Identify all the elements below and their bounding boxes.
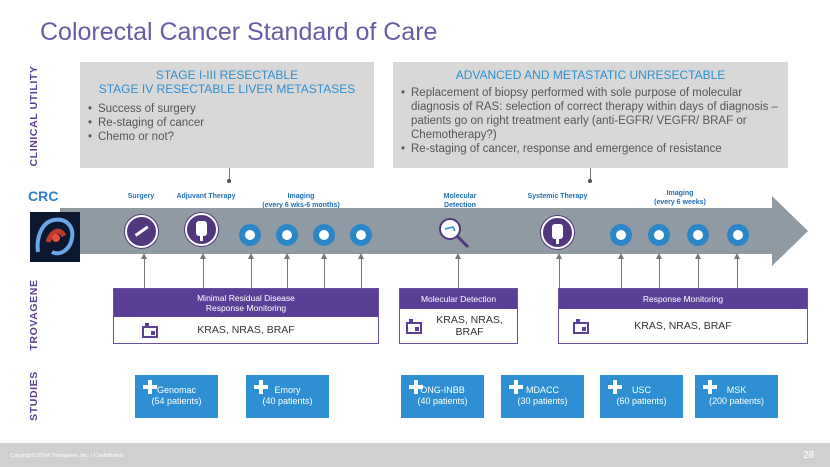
up-arrow [618,253,624,288]
study-name: ONG-INBB [420,385,465,395]
iv-bag-icon [185,213,218,246]
surgery-icon [125,215,158,248]
up-arrow [455,253,461,288]
medical-cross-icon [608,380,622,394]
colon-image-icon [30,212,80,262]
bullet-item: Success of surgery [88,102,366,116]
study-name: USC [631,385,651,395]
stage-label-text: (every 6 wks-6 months) [262,201,340,209]
up-arrow [734,253,740,288]
stage-label-text: Molecular [443,193,477,200]
medical-cross-icon [143,380,157,394]
medical-cross-icon [509,380,523,394]
bullet-item: Replacement of biopsy performed with sol… [401,86,780,142]
study-card: Emory (40 patients) [246,375,329,418]
page-number: 28 [803,450,815,461]
box-header-text: Response Monitoring [642,294,724,304]
lab-device-icon [142,323,158,338]
study-card: ONG-INBB (40 patients) [401,375,484,418]
stage-label-adjuvant: Adjuvant Therapy [176,193,236,200]
page-title: Colorectal Cancer Standard of Care [40,18,438,46]
stage-label-text: (every 6 weeks) [654,198,706,206]
bullet-item: Chemo or not? [88,130,366,144]
connector-line [229,168,230,181]
trovagene-box-molecular: Molecular Detection KRAS, NRAS, BRAF [399,288,518,344]
utility-heading-2: STAGE IV RESECTABLE LIVER METASTASES [98,82,356,96]
connector-line [590,168,591,181]
trovagene-box-mrd: Minimal Residual Disease Response Monito… [113,288,379,344]
study-card: Genomac (54 patients) [135,375,218,418]
utility-box-resectable: STAGE I-III RESECTABLE STAGE IV RESECTAB… [80,62,374,168]
stage-label-text: Imaging [287,193,315,200]
medical-cross-icon [409,380,423,394]
utility-heading-advanced: ADVANCED AND METASTATIC UNRESECTABLE [455,68,726,82]
footer-bar [0,443,830,467]
study-patients: (40 patients) [262,396,313,406]
box-header-text: Molecular Detection [420,294,497,304]
up-arrow [321,253,327,288]
up-arrow [556,253,562,288]
gene-list: KRAS, NRAS, BRAF [634,320,732,332]
study-patients: (200 patients) [708,396,765,406]
lab-device-icon [406,319,422,334]
stage-label-systemic: Systemic Therapy [527,193,588,200]
study-patients: (60 patients) [616,396,667,406]
scan-icon [687,224,709,246]
timeline-arrow [60,196,808,266]
medical-cross-icon [254,380,268,394]
gene-list: BRAF [455,326,484,338]
study-card: MSK (200 patients) [695,375,778,418]
medical-cross-icon [703,380,717,394]
up-arrow [358,253,364,288]
study-card: MDACC (30 patients) [501,375,584,418]
scan-icon [313,224,335,246]
stage-label-text: Imaging [666,190,694,197]
up-arrow [248,253,254,288]
box-header-text: Response Monitoring [205,303,287,313]
utility-box-advanced: ADVANCED AND METASTATIC UNRESECTABLE Rep… [393,62,788,168]
magnifier-icon [439,218,470,249]
stage-label-molecular: Molecular Detection [425,193,495,210]
study-name: Emory [274,385,301,395]
study-patients: (30 patients) [517,396,568,406]
up-arrow [656,253,662,288]
bullet-item: Re-staging of cancer [88,116,366,130]
gene-list: KRAS, NRAS, [436,314,503,326]
crc-label: CRC [28,188,59,204]
study-card: USC (60 patients) [600,375,683,418]
scan-icon [727,224,749,246]
scan-icon [276,224,298,246]
up-arrow [200,253,206,288]
up-arrow [284,253,290,288]
study-name: MSK [726,385,747,395]
scan-icon [610,224,632,246]
copyright-text: Copyright©2014 Trovagene, Inc. | Confide… [10,453,123,459]
study-patients: (40 patients) [417,396,468,406]
stage-label-text: Detection [444,201,476,209]
stage-label-imaging-2: Imaging (every 6 weeks) [640,190,720,207]
box-header-text: Minimal Residual Disease [197,293,295,303]
connector-dot [227,179,231,183]
study-patients: (54 patients) [151,396,202,406]
iv-bag-icon [541,216,574,249]
study-name: Genomac [156,385,197,395]
up-arrow [141,253,147,288]
clinical-utility-label: CLINICAL UTILITY [28,65,40,167]
trovagene-box-response: Response Monitoring KRAS, NRAS, BRAF [558,288,808,344]
study-name: MDACC [526,385,559,395]
scan-icon [350,224,372,246]
stage-label-surgery: Surgery [127,193,155,200]
up-arrow [695,253,701,288]
scan-icon [648,224,670,246]
scan-icon [239,224,261,246]
utility-heading-1: STAGE I-III RESECTABLE [155,68,299,82]
lab-device-icon [573,319,589,334]
connector-dot [588,179,592,183]
stage-label-imaging-1: Imaging (every 6 wks-6 months) [246,193,356,210]
bullet-item: Re-staging of cancer, response and emerg… [401,142,780,156]
gene-list: KRAS, NRAS, BRAF [197,324,295,336]
